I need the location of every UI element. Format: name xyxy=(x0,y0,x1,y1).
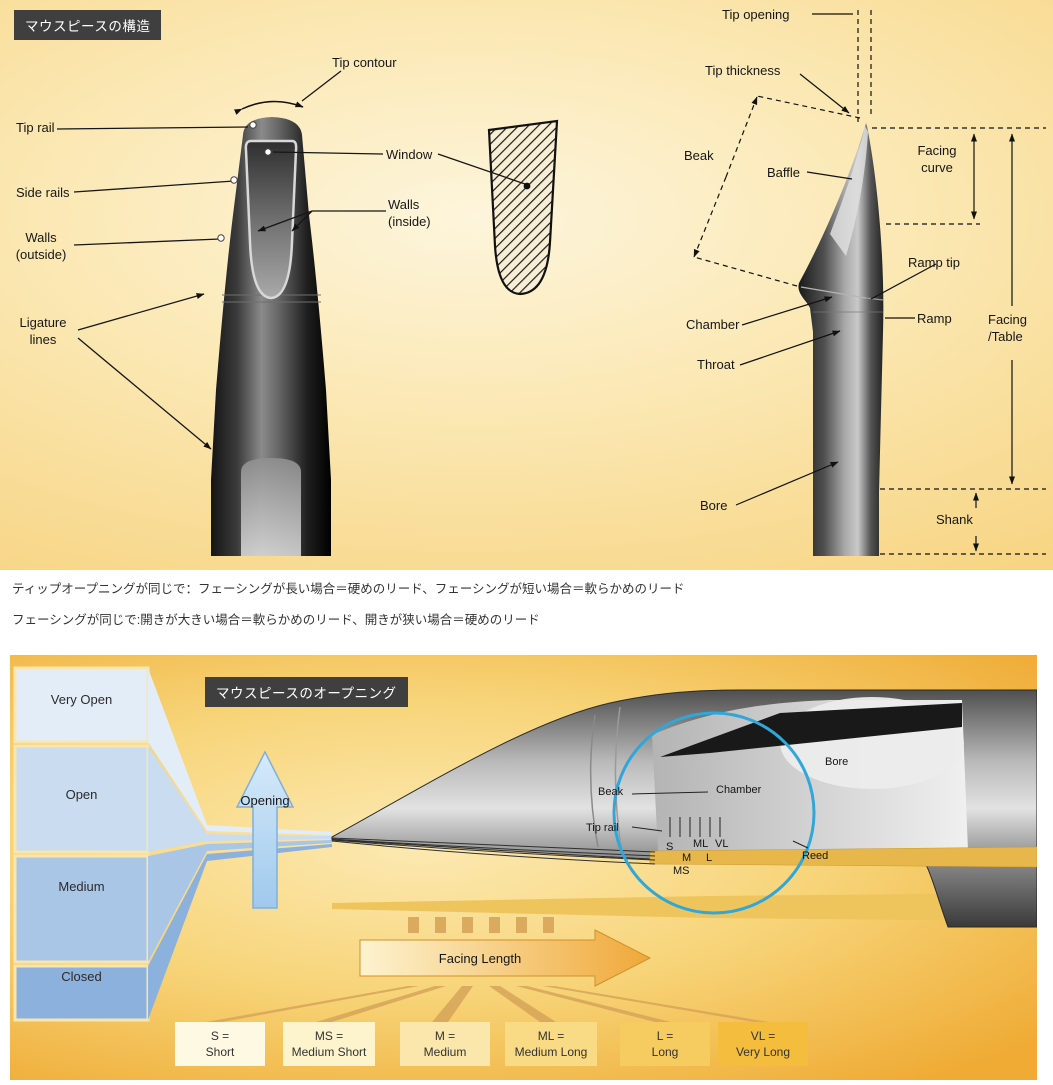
opening-panel: マウスピースのオープニング Very Open Open Medium Clos… xyxy=(10,655,1037,1080)
legend-s-code: S = xyxy=(210,1028,230,1043)
label-facing-table-line1: Facing xyxy=(988,312,1028,327)
level-very-open: Very Open xyxy=(50,692,113,707)
label-tip-contour: Tip contour xyxy=(332,55,397,70)
inset-label-chamber: Chamber xyxy=(716,784,762,796)
legend-box-m: M = Medium xyxy=(400,1022,490,1066)
side-view-measurement-lines xyxy=(693,10,1046,555)
label-walls-inside-line2: (inside) xyxy=(388,213,431,229)
legend-s-label: Short xyxy=(205,1045,235,1059)
label-facing-curve-line2: curve xyxy=(921,159,953,175)
facing-length-arrow-shape xyxy=(359,929,652,987)
label-shank: Shank xyxy=(936,512,973,527)
label-facing-length: Facing Length xyxy=(438,951,522,966)
openness-funnel xyxy=(13,666,332,1022)
label-bore: Bore xyxy=(700,498,728,513)
structure-diagram xyxy=(56,10,1046,556)
inset-label-beak: Beak xyxy=(598,786,624,798)
inset-label-reed: Reed xyxy=(802,850,829,862)
marker-s: S xyxy=(666,841,674,853)
legend-box-vl: VL = Very Long xyxy=(718,1022,808,1066)
legend-vl-label: Very Long xyxy=(735,1045,791,1059)
level-open: Open xyxy=(65,787,98,802)
legend-ml-label: Medium Long xyxy=(514,1045,588,1059)
label-tip-thickness: Tip thickness xyxy=(705,63,781,78)
label-ramp: Ramp xyxy=(917,311,952,326)
opening-title-badge: マウスピースのオープニング xyxy=(205,677,408,707)
label-chamber: Chamber xyxy=(686,317,740,332)
connector-bars xyxy=(408,917,554,933)
label-window: Window xyxy=(386,147,433,162)
legend-m-code: M = xyxy=(434,1028,456,1043)
legend-ms-label: Medium Short xyxy=(291,1045,367,1059)
note-line-2: フェーシングが同じで:開きが大きい場合＝軟らかめのリード、開きが狭い場合＝硬めの… xyxy=(12,613,540,627)
legend-l-label: Long xyxy=(651,1045,679,1059)
opening-arrow-shape xyxy=(235,750,295,909)
legend-l-code: L = xyxy=(656,1028,674,1043)
label-tip-opening: Tip opening xyxy=(722,7,790,22)
label-beak: Beak xyxy=(684,148,714,163)
label-tip-rail: Tip rail xyxy=(16,120,55,135)
label-ligature-lines-line2: lines xyxy=(29,331,57,347)
inset-label-bore: Bore xyxy=(825,756,849,768)
label-ligature-lines: Ligature lines xyxy=(4,315,82,349)
legend-m-label: Medium xyxy=(423,1045,467,1059)
label-throat: Throat xyxy=(697,357,735,372)
beak-wedge xyxy=(660,703,962,757)
level-medium: Medium xyxy=(58,879,105,894)
label-walls-inside-line1: Walls xyxy=(388,197,420,212)
note-line-1: ティップオープニングが同じで：フェーシングが長い場合＝硬めのリード、フェーシング… xyxy=(12,582,685,596)
label-ligature-lines-line1: Ligature xyxy=(19,315,67,330)
label-ramp-tip: Ramp tip xyxy=(908,255,961,270)
label-side-rails: Side rails xyxy=(16,185,70,200)
legend-box-ml: ML = Medium Long xyxy=(505,1022,597,1066)
highlight-circle xyxy=(612,711,816,915)
legend-box-s: S = Short xyxy=(175,1022,265,1066)
label-walls-outside: Walls (outside) xyxy=(4,230,78,264)
structure-title-badge: マウスピースの構造 xyxy=(14,10,162,40)
label-baffle: Baffle xyxy=(767,165,801,180)
window-cross-section-hatch xyxy=(487,119,559,296)
level-closed: Closed xyxy=(61,969,102,984)
opening-diagram xyxy=(13,666,1037,1022)
inset-label-tip-rail: Tip rail xyxy=(586,822,619,834)
front-view-leader-lines xyxy=(56,70,526,450)
legend-ml-code: ML = xyxy=(537,1028,565,1043)
label-opening: Opening xyxy=(240,793,290,808)
label-walls-inside: Walls (inside) xyxy=(388,197,431,231)
legend-vl-code: VL = xyxy=(750,1028,776,1043)
label-facing-curve-line1: Facing xyxy=(917,143,957,158)
front-view-mouthpiece xyxy=(211,117,331,556)
label-facing-curve: Facing curve xyxy=(903,143,971,177)
marker-m: M xyxy=(682,852,692,864)
label-facing-table: Facing /Table xyxy=(988,312,1027,346)
side-view-mouthpiece xyxy=(798,123,884,556)
window-shape xyxy=(244,139,298,300)
notes-section: ティップオープニングが同じで：フェーシングが長い場合＝硬めのリード、フェーシング… xyxy=(12,578,1046,640)
label-walls-outside-line2: (outside) xyxy=(15,246,67,262)
marker-dots xyxy=(217,121,531,242)
facing-curve-lines xyxy=(331,837,656,865)
inset-leader-lines xyxy=(631,791,809,849)
legend-ms-code: MS = xyxy=(314,1028,344,1043)
horizontal-mouthpiece xyxy=(331,689,1037,928)
tip-contour-arc xyxy=(233,100,304,115)
legend-box-l: L = Long xyxy=(620,1022,710,1066)
legend-box-ms: MS = Medium Short xyxy=(283,1022,375,1066)
marker-l: L xyxy=(706,852,713,864)
label-facing-table-line2: /Table xyxy=(988,328,1023,344)
marker-ml: ML xyxy=(693,838,709,850)
label-walls-outside-line1: Walls xyxy=(25,230,57,245)
legend-fan-strips xyxy=(206,986,769,1022)
marker-ms: MS xyxy=(673,865,690,877)
structure-panel: マウスピースの構造 Tip contour Tip rail Side rail… xyxy=(0,0,1053,570)
marker-vl: VL xyxy=(715,838,729,850)
